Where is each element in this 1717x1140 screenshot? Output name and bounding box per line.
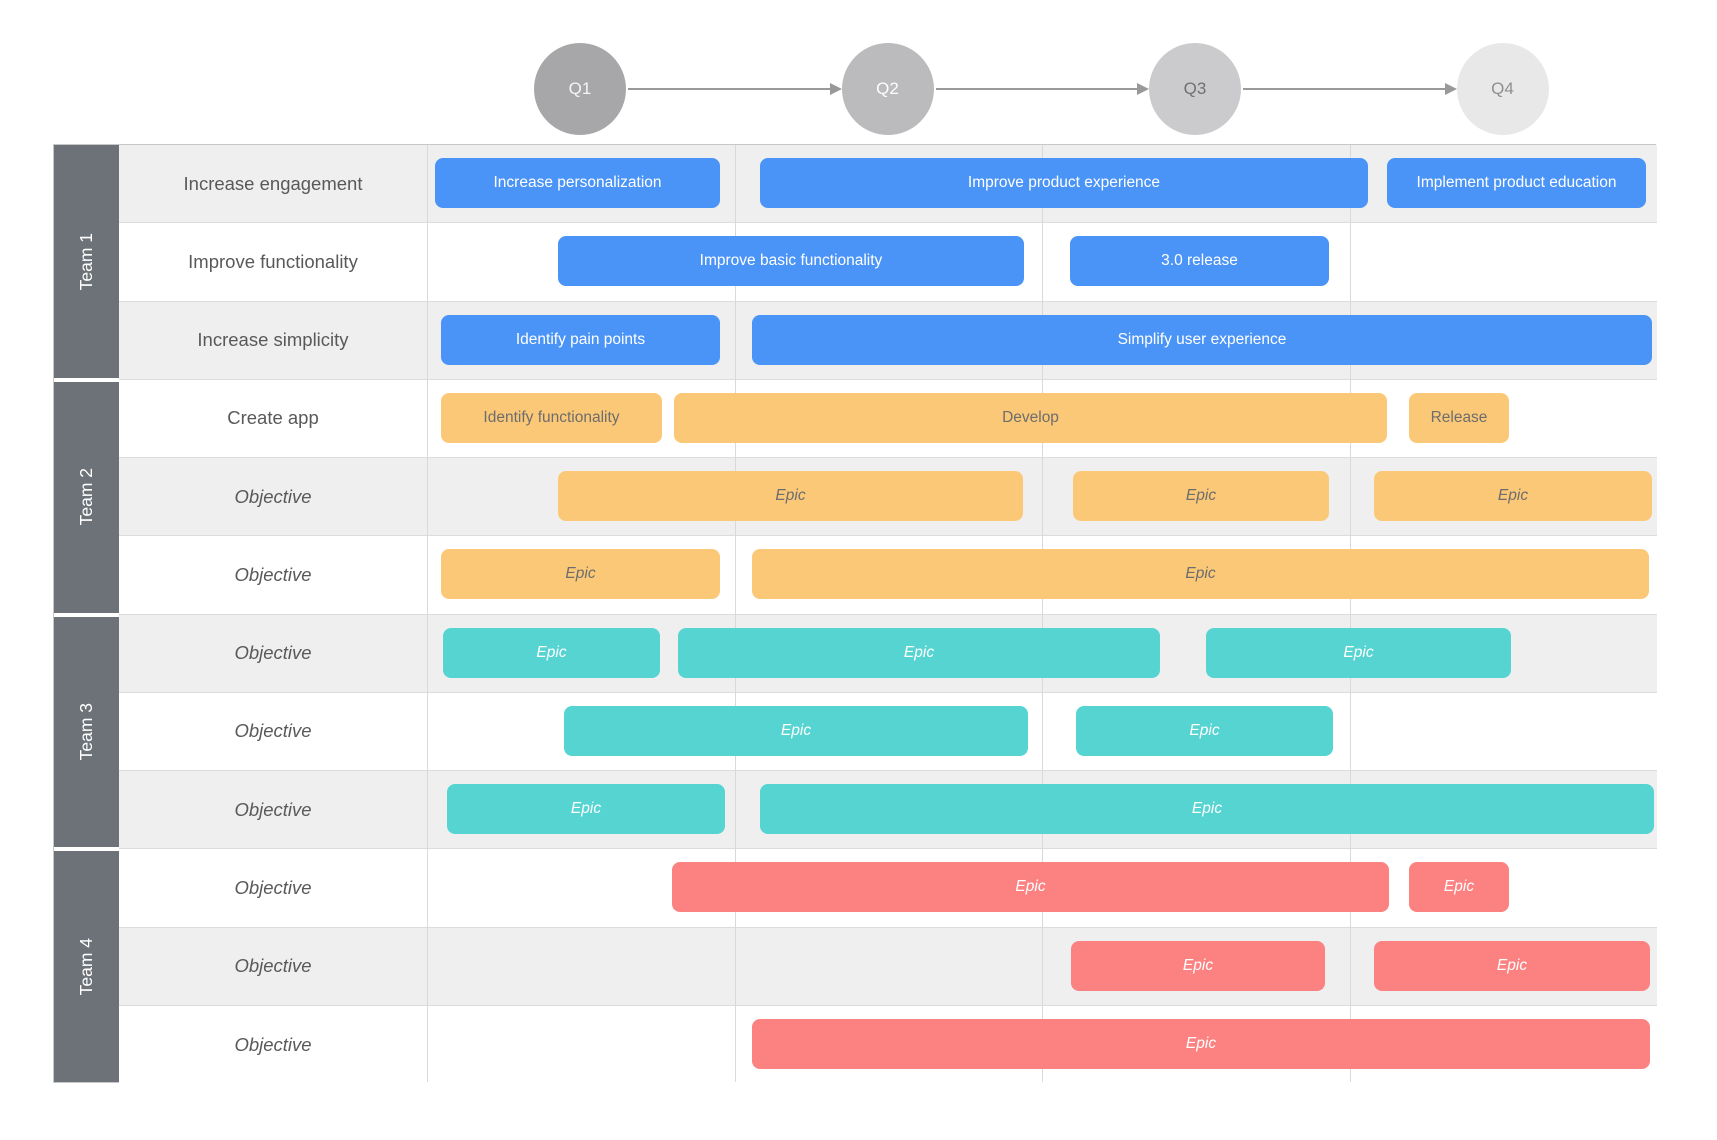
- initiative-bar: Release: [1409, 392, 1509, 443]
- quarter-node-q4: Q4: [1456, 43, 1549, 135]
- quarter-node-q3: Q3: [1149, 43, 1241, 135]
- epic-bar: Epic: [1071, 940, 1325, 991]
- team-block-1: Team 1: [54, 145, 119, 378]
- quarter-label: Q3: [1183, 79, 1207, 98]
- initiative-bar: Identify pain points: [441, 314, 720, 365]
- arrow-connector-line: [628, 88, 830, 90]
- epic-bar: Epic: [678, 627, 1160, 678]
- team-label: Team 2: [76, 468, 96, 526]
- roadmap-row: Objective Epic Epic: [119, 692, 1657, 771]
- objective-label: Objective: [234, 1033, 312, 1055]
- initiative-bar: Develop: [674, 392, 1387, 443]
- arrow-connector-line: [1243, 88, 1445, 90]
- epic-bar: Epic: [752, 549, 1649, 600]
- epic-bar: Epic: [760, 784, 1654, 835]
- initiative-label: Improve functionality: [188, 250, 358, 272]
- initiative-label: Increase engagement: [183, 172, 363, 194]
- row-bars-area: Epic Epic: [427, 771, 1657, 848]
- roadmap-row: Objective Epic: [119, 1005, 1657, 1084]
- roadmap-row: Objective Epic Epic: [119, 771, 1657, 850]
- objective-label: Objective: [234, 876, 312, 898]
- epic-bar: Epic: [441, 549, 720, 600]
- quarter-label: Q1: [568, 79, 592, 98]
- epic-bar: Epic: [1374, 471, 1652, 522]
- team-label: Team 4: [76, 937, 96, 996]
- roadmap-row: Increase engagement Increase personalizat…: [119, 145, 1657, 224]
- team-label: Team 3: [76, 703, 96, 761]
- team-block-4: Team 4: [54, 851, 119, 1082]
- team-label: Team 1: [76, 232, 96, 291]
- initiative-bar: Increase personalization: [435, 158, 720, 209]
- roadmap-row: Objective Epic Epic: [119, 927, 1657, 1006]
- initiative-bar: Simplify user experience: [752, 314, 1652, 365]
- team-block-3: Team 3: [54, 616, 119, 848]
- arrow-head-icon: [1137, 83, 1149, 95]
- quarter-label: Q4: [1491, 79, 1514, 98]
- roadmap-row: Objective Epic Epic Epic: [119, 614, 1657, 693]
- row-bars-area: Epic Epic: [427, 693, 1657, 770]
- team-block-2: Team 2: [54, 381, 119, 613]
- objective-label: Objective: [234, 955, 312, 977]
- arrow-connector-line: [935, 88, 1137, 90]
- initiative-bar: Improve product experience: [760, 158, 1368, 209]
- initiative-bar: Implement product education: [1387, 158, 1646, 209]
- initiative-bar: 3.0 release: [1070, 236, 1329, 287]
- quarter-node-q2: Q2: [841, 43, 934, 135]
- row-bars-area: Epic Epic: [427, 928, 1657, 1005]
- epic-bar: Epic: [558, 471, 1023, 522]
- epic-bar: Epic: [1374, 940, 1650, 991]
- initiative-label: Create app: [227, 407, 319, 429]
- objective-label: Objective: [234, 798, 312, 820]
- roadmap-row: Objective Epic Epic: [119, 536, 1657, 615]
- epic-bar: Epic: [752, 1018, 1650, 1069]
- epic-bar: Epic: [1076, 705, 1333, 756]
- row-bars-area: Improve basic functionality 3.0 release: [427, 223, 1657, 300]
- epic-bar: Epic: [1409, 862, 1509, 913]
- row-bars-area: Epic: [427, 1006, 1657, 1084]
- roadmap-rows: Increase engagement Increase personalizat…: [119, 145, 1657, 1084]
- quarter-node-q1: Q1: [534, 43, 626, 135]
- epic-bar: Epic: [1206, 627, 1511, 678]
- initiative-bar: Identify functionality: [441, 392, 662, 443]
- arrow-head-icon: [1444, 83, 1457, 95]
- roadmap-row: Objective Epic Epic Epic: [119, 458, 1657, 537]
- epic-bar: Epic: [443, 627, 660, 678]
- roadmap-table: Increase engagement Increase personalizat…: [53, 144, 1657, 1084]
- row-bars-area: Increase personalization Improve product …: [427, 145, 1657, 222]
- objective-label: Objective: [234, 642, 312, 664]
- epic-bar: Epic: [672, 862, 1389, 913]
- row-bars-area: Epic Epic Epic: [427, 458, 1657, 535]
- epic-bar: Epic: [1073, 471, 1329, 522]
- roadmap-row: Improve functionality Improve basic funct…: [119, 223, 1657, 302]
- quarter-label: Q2: [876, 79, 899, 98]
- objective-label: Objective: [234, 485, 312, 507]
- row-bars-area: Epic Epic: [427, 536, 1657, 613]
- epic-bar: Epic: [447, 784, 725, 835]
- row-bars-area: Identify pain points Simplify user experi…: [427, 302, 1657, 379]
- roadmap-row: Increase simplicity Identify pain points S…: [119, 301, 1657, 380]
- objective-label: Objective: [234, 720, 312, 742]
- initiative-bar: Improve basic functionality: [558, 236, 1024, 287]
- objective-label: Objective: [234, 563, 312, 585]
- roadmap-row: Objective Epic Epic: [119, 849, 1657, 928]
- row-bars-area: Epic Epic: [427, 849, 1657, 926]
- arrow-head-icon: [829, 83, 842, 95]
- team-sidebar: Team 1 Team 2 Team 3 Team 4: [54, 145, 119, 1082]
- row-bars-area: Epic Epic Epic: [427, 615, 1657, 692]
- epic-bar: Epic: [564, 705, 1028, 756]
- initiative-label: Increase simplicity: [197, 329, 349, 351]
